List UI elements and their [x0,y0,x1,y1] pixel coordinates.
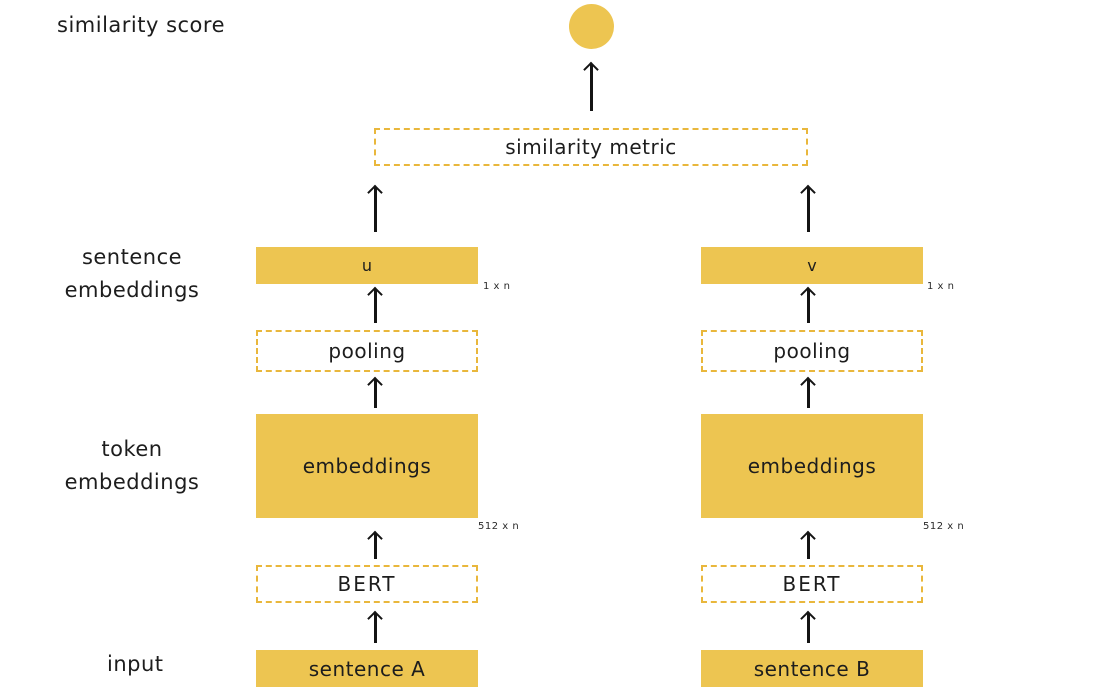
arrow-up-icon [374,533,377,559]
left-bert-label: BERT [337,572,397,596]
left-sentence-vector-box: u [256,247,478,284]
right-pooling-label: pooling [773,339,851,363]
similarity-score-label: similarity score [57,13,226,37]
arrow-up-icon [807,533,810,559]
sentence-embeddings-label: sentence embeddings [37,241,227,307]
similarity-metric-box: similarity metric [374,128,808,166]
left-input-sentence-box: sentence A [256,650,478,687]
arrow-up-icon [807,613,810,643]
right-sentence-vector-box: v [701,247,923,284]
input-label: input [107,652,164,676]
left-bert-box: BERT [256,565,478,603]
sentence-embeddings-label-line2: embeddings [64,278,200,302]
similarity-metric-label: similarity metric [505,135,677,159]
arrow-up-icon [374,187,377,232]
right-embeddings-box: embeddings [701,414,923,518]
left-pooling-label: pooling [328,339,406,363]
right-pooling-box: pooling [701,330,923,372]
token-embeddings-label: token embeddings [37,433,227,499]
right-sentence-vector-label: v [807,256,817,275]
left-embeddings-label: embeddings [302,454,432,478]
arrow-up-icon [807,187,810,232]
arrow-up-icon [374,613,377,643]
token-embeddings-label-line2: embeddings [64,470,200,494]
arrow-up-icon [807,289,810,323]
arrow-up-icon [590,64,593,111]
left-embeddings-dim-label: 512 x n [478,521,520,532]
similarity-score-node [569,4,614,49]
right-embeddings-label: embeddings [747,454,877,478]
arrow-up-icon [374,379,377,408]
right-bert-box: BERT [701,565,923,603]
left-embeddings-box: embeddings [256,414,478,518]
right-vector-dim-label: 1 x n [927,281,955,292]
left-vector-dim-label: 1 x n [483,281,511,292]
arrow-up-icon [374,289,377,323]
token-embeddings-label-line1: token [101,437,163,461]
sentence-embeddings-label-line1: sentence [81,245,183,269]
left-sentence-vector-label: u [361,256,373,275]
right-input-sentence-box: sentence B [701,650,923,687]
right-input-sentence-label: sentence B [753,656,871,681]
right-embeddings-dim-label: 512 x n [923,521,965,532]
arrow-up-icon [807,379,810,408]
right-bert-label: BERT [782,572,842,596]
left-pooling-box: pooling [256,330,478,372]
left-input-sentence-label: sentence A [308,656,426,681]
